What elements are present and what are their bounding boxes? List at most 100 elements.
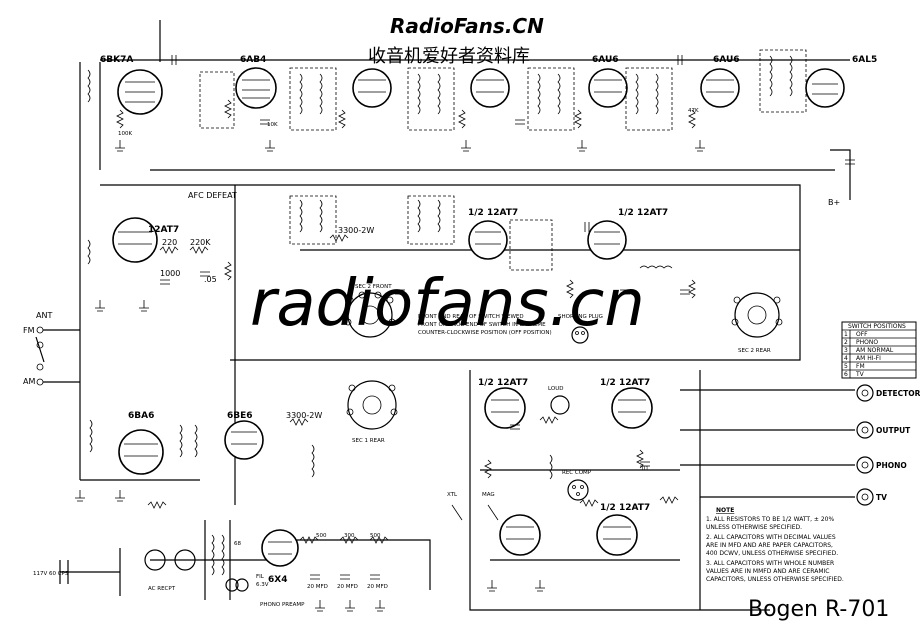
tube-6ba6: 6BA6 [118,411,164,475]
tube-6bk7a: 6BK7A [100,55,163,115]
resistor-value: 3300-2W [286,411,322,420]
site-name-cn: 收音机爱好者资料库 [368,46,530,67]
note-line: ARE IN MFD AND ARE PAPER CAPACITORS, [706,542,833,549]
switch-wafer-sec1-rear: SEC 1 REAR [346,380,398,444]
xtl-label: XTL [447,492,458,498]
switch-wafer-sec2-rear: SEC 2 REAR [731,292,783,354]
tube-label: 1/2 12AT7 [478,378,528,388]
output-label: OUTPUT [876,426,911,435]
fil-voltage-label: 6.3V [256,582,269,588]
rec-comp-label: REC COMP [562,470,592,476]
sec2-front-label: SEC 2 FRONT [355,284,392,290]
phono-input-switch: XTL MAG [447,492,499,521]
tube-12at7-osc: 12AT7 [112,217,179,263]
resistor-value: 220K [190,238,211,247]
ant-label: ANT [36,311,52,320]
tube-12at7-half-f: 1/2 12AT7 [596,503,650,556]
note-line: 400 DCWV, UNLESS OTHERWISE SPECIFIED. [706,550,838,557]
resistor-value: 3300-2W [338,226,374,235]
note-line: UNLESS OTHERWISE SPECIFIED. [706,524,802,531]
capacitor-value: .01 [640,466,649,472]
phono-preamp-label: PHONO PREAMP [260,602,305,608]
tube-label: 6BE6 [227,411,253,421]
sec2-rear-label: SEC 2 REAR [738,348,771,354]
switch-row-name: AM HI-FI [856,355,881,362]
detector-jack: DETECTOR [856,384,920,402]
detector-label: DETECTOR [876,389,920,398]
switch-row-name: FM [856,363,865,370]
tube-12at7-half-a: 1/2 12AT7 [468,208,518,260]
tube-6ab4: 6AB4 [235,55,277,109]
afc-defeat-label: AFC DEFEAT [188,191,237,200]
capacitor-value: 20 MFD [307,584,328,590]
switch-positions-table: SWITCH POSITIONS 1 OFF 2 PHONO 3 AM NORM… [841,321,917,379]
tube-mixer [352,68,392,108]
coils [87,55,793,576]
rec-comp-control: REC COMP [562,470,592,501]
site-name: RadioFans.CN [390,14,544,38]
switch-row-name: AM NORMAL [856,347,894,354]
sec1-rear-label: SEC 1 REAR [352,438,385,444]
tube-label: 12AT7 [148,225,179,235]
tube-if-amp [470,68,510,108]
tube-label: 6BK7A [100,55,133,65]
switch-row-num: 4 [844,355,848,362]
switch-row-num: 1 [844,331,848,338]
capacitors [160,55,855,580]
shorting-plug: SHORTING PLUG [558,314,603,344]
shorting-plug-label: SHORTING PLUG [558,314,603,320]
resistor-value: 300 [344,533,355,539]
capacitor-value: .05 [204,275,217,284]
capacitor-value: 1000 [160,269,180,278]
if-transformers [199,49,807,271]
fil-label: FIL [256,574,265,580]
schematic-title: Bogen R-701 [748,597,889,622]
capacitor-value: 20 MFD [367,584,388,590]
ac-recpt-label: AC RECPT [148,586,176,592]
switch-row-num: 3 [844,347,848,354]
output-jack: OUTPUT [856,421,911,439]
tube-12at7-half-d: 1/2 12AT7 [600,378,653,429]
tube-label: 1/2 12AT7 [600,503,650,513]
switch-orientation-note: FRONT AND REAR OF SWITCH VIEWED FRONT OR… [418,314,552,336]
note-line: FRONT AND REAR OF SWITCH VIEWED [418,314,524,320]
note-line: COUNTER-CLOCKWISE POSITION (OFF POSITION… [418,330,552,336]
watermark: radiofans.cn [250,267,645,341]
switch-row-num: 6 [844,371,848,378]
output-jacks: DETECTOR OUTPUT PHONO TV [856,384,920,506]
switch-table-title: SWITCH POSITIONS [848,323,906,330]
switch-row-num: 2 [844,339,848,346]
note-line: VALUES ARE IN MMFD AND ARE CERAMIC [706,568,829,575]
note-line: 2. ALL CAPACITORS WITH DECIMAL VALUES [706,534,836,541]
switch-wafer-sec2-front: SEC 2 FRONT [344,284,396,338]
power-supply: AC RECPT 117V 60 CPS FIL 6.3V PHONO PREA… [33,520,305,608]
loud-label: LOUD [548,386,563,392]
loudness-control: LOUD [548,386,570,415]
tube-label: 6AU6 [592,55,619,65]
tube-6al5: 6AL5 [805,55,877,108]
resistor-value: 47K [688,108,699,114]
capacitor-value: 20 MFD [337,584,358,590]
resistor-value: 100K [118,131,132,137]
tv-jack: TV [856,488,887,506]
tube-label: 6AU6 [713,55,740,65]
tube-label: 6AL5 [852,55,877,65]
resistor-value: 10K [267,122,278,128]
phono-jack: PHONO [856,456,907,474]
b-plus-label: B+ [828,198,840,207]
note-line: CAPACITORS, UNLESS OTHERWISE SPECIFIED. [706,576,844,583]
resistors [116,99,696,544]
resistor-value: 68 [234,541,241,547]
am-label: AM [23,377,35,386]
ground-symbols [75,140,705,612]
tube-6au6-b: 6AU6 [700,55,740,108]
switch-row-num: 5 [844,363,848,370]
switch-row-name: OFF [856,331,868,338]
resistor-value: 500 [316,533,327,539]
resistor-value: 500 [370,533,381,539]
tube-label: 6AB4 [240,55,266,65]
mag-label: MAG [482,492,495,498]
ac-line-label: 117V 60 CPS [33,571,69,577]
tube-6be6: 6BE6 [224,411,264,460]
